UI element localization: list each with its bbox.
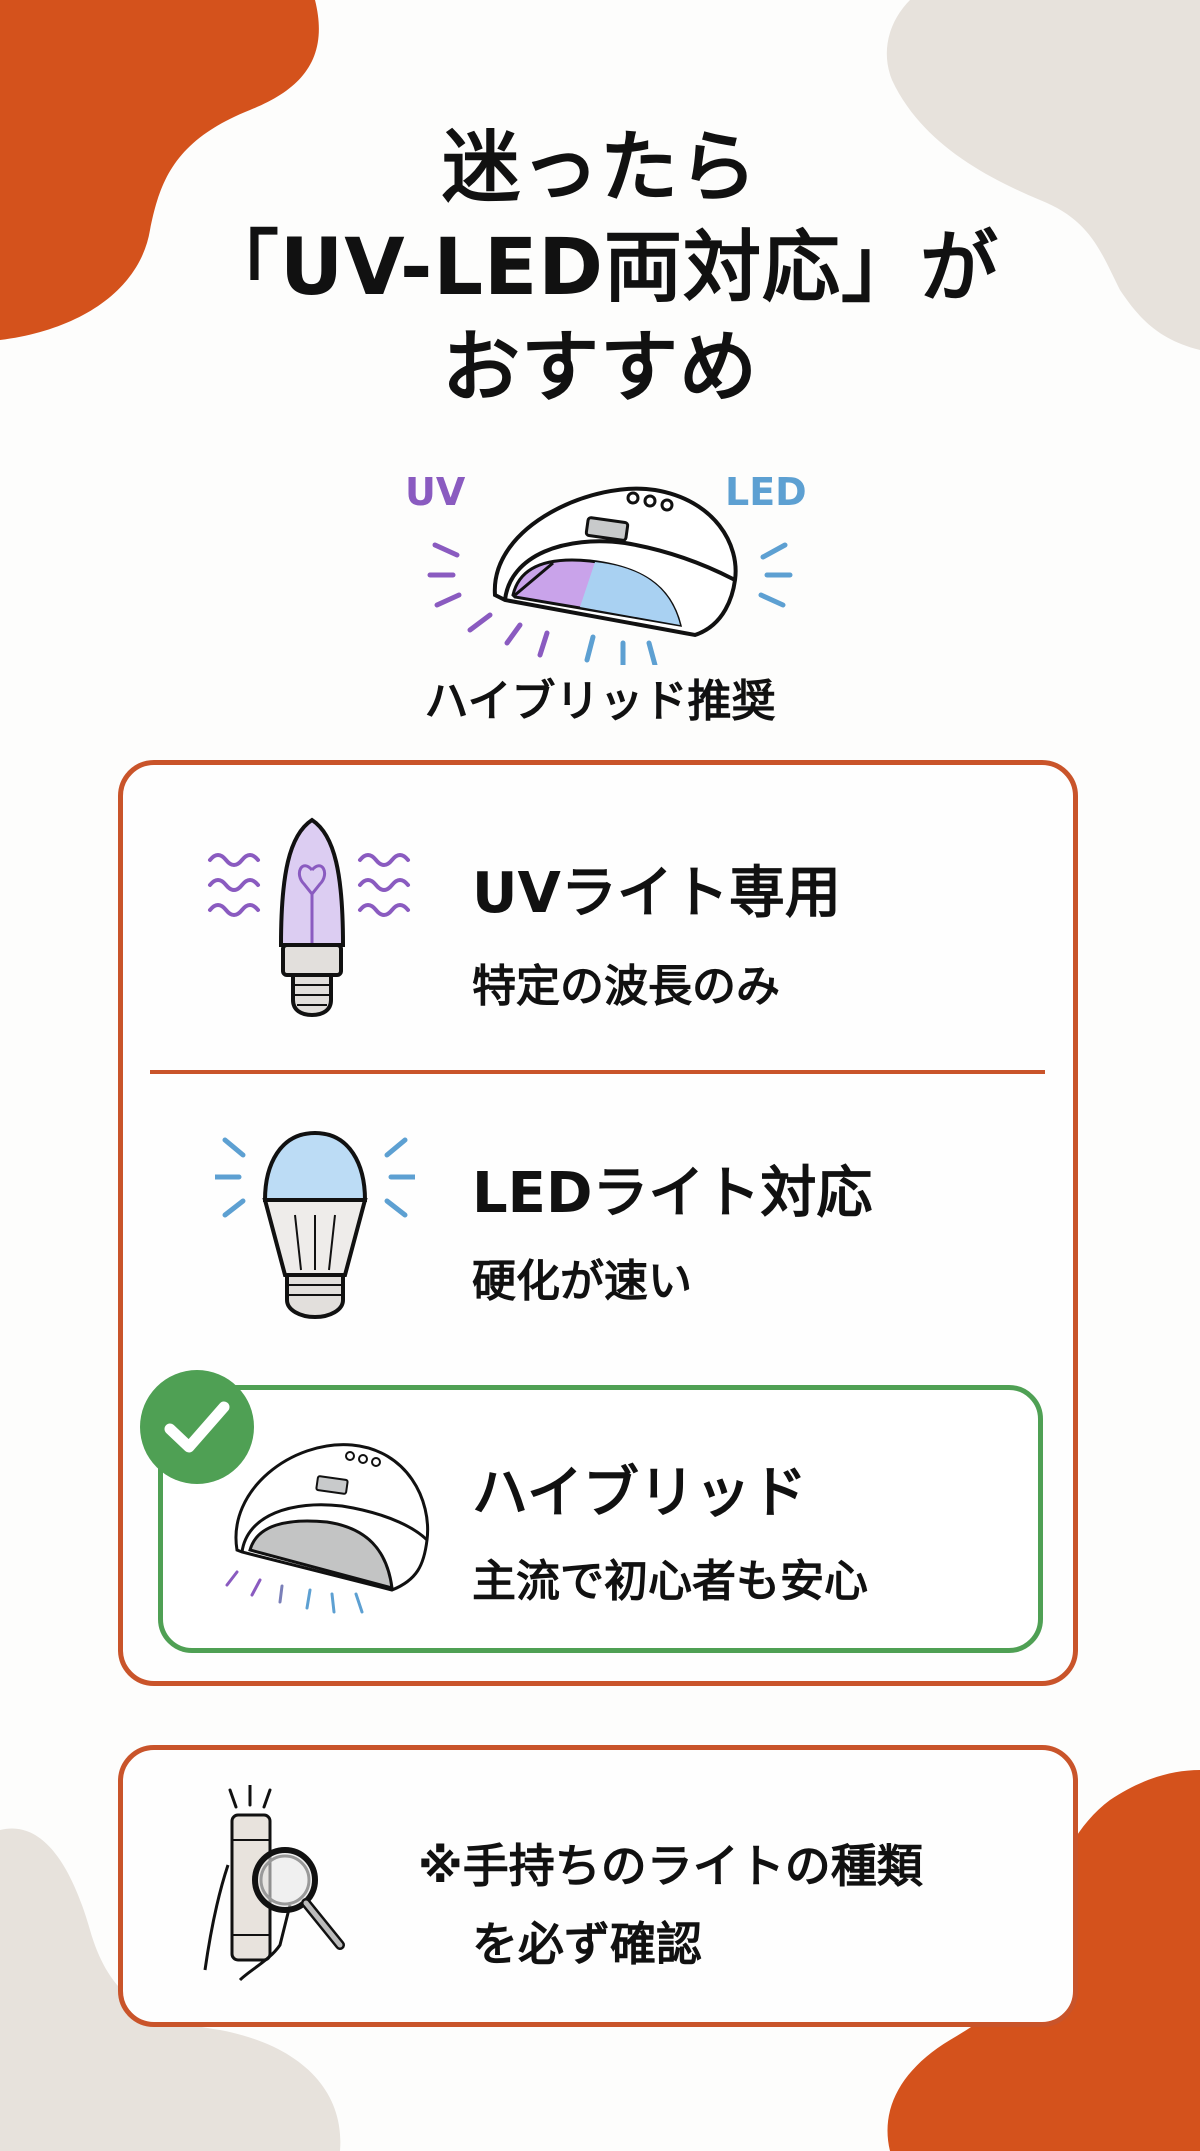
option-uv-title: UVライト専用 bbox=[472, 861, 841, 926]
page-title: 迷ったら 「UV-LED両対応」が おすすめ bbox=[0, 118, 1200, 418]
note-line-2: を必ず確認 bbox=[472, 1917, 702, 1971]
hybrid-lamp-icon bbox=[225, 1443, 430, 1614]
led-bulb-icon bbox=[215, 1130, 415, 1320]
flashlight-magnifier-icon bbox=[203, 1785, 345, 1982]
option-led-subtitle: 硬化が速い bbox=[472, 1256, 692, 1307]
title-line-2: 「UV-LED両対応」が bbox=[200, 223, 1000, 313]
option-hybrid-title: ハイブリッド bbox=[472, 1461, 807, 1526]
hero-caption: ハイブリッド推奨 bbox=[424, 676, 776, 727]
decor-blob-top-left bbox=[0, 0, 319, 340]
nail-lamp-icon bbox=[427, 486, 793, 665]
decor-blob-bottom-left bbox=[0, 1828, 341, 2151]
decor-blob-top-right bbox=[886, 0, 1200, 350]
row-divider bbox=[150, 1070, 1045, 1074]
option-uv-subtitle: 特定の波長のみ bbox=[472, 961, 780, 1012]
hero-label-led: LED bbox=[725, 470, 807, 514]
title-line-3: おすすめ bbox=[441, 323, 758, 413]
option-led-title: LEDライト対応 bbox=[472, 1161, 873, 1226]
option-hybrid-subtitle: 主流で初心者も安心 bbox=[472, 1556, 868, 1607]
hero-label-uv: UV bbox=[405, 470, 466, 514]
uv-bulb-icon bbox=[208, 817, 410, 1018]
title-line-1: 迷ったら bbox=[441, 123, 758, 213]
note-line-1: ※手持ちのライトの種類 bbox=[418, 1839, 923, 1893]
recommended-badge bbox=[140, 1370, 254, 1484]
check-icon bbox=[164, 1401, 230, 1453]
